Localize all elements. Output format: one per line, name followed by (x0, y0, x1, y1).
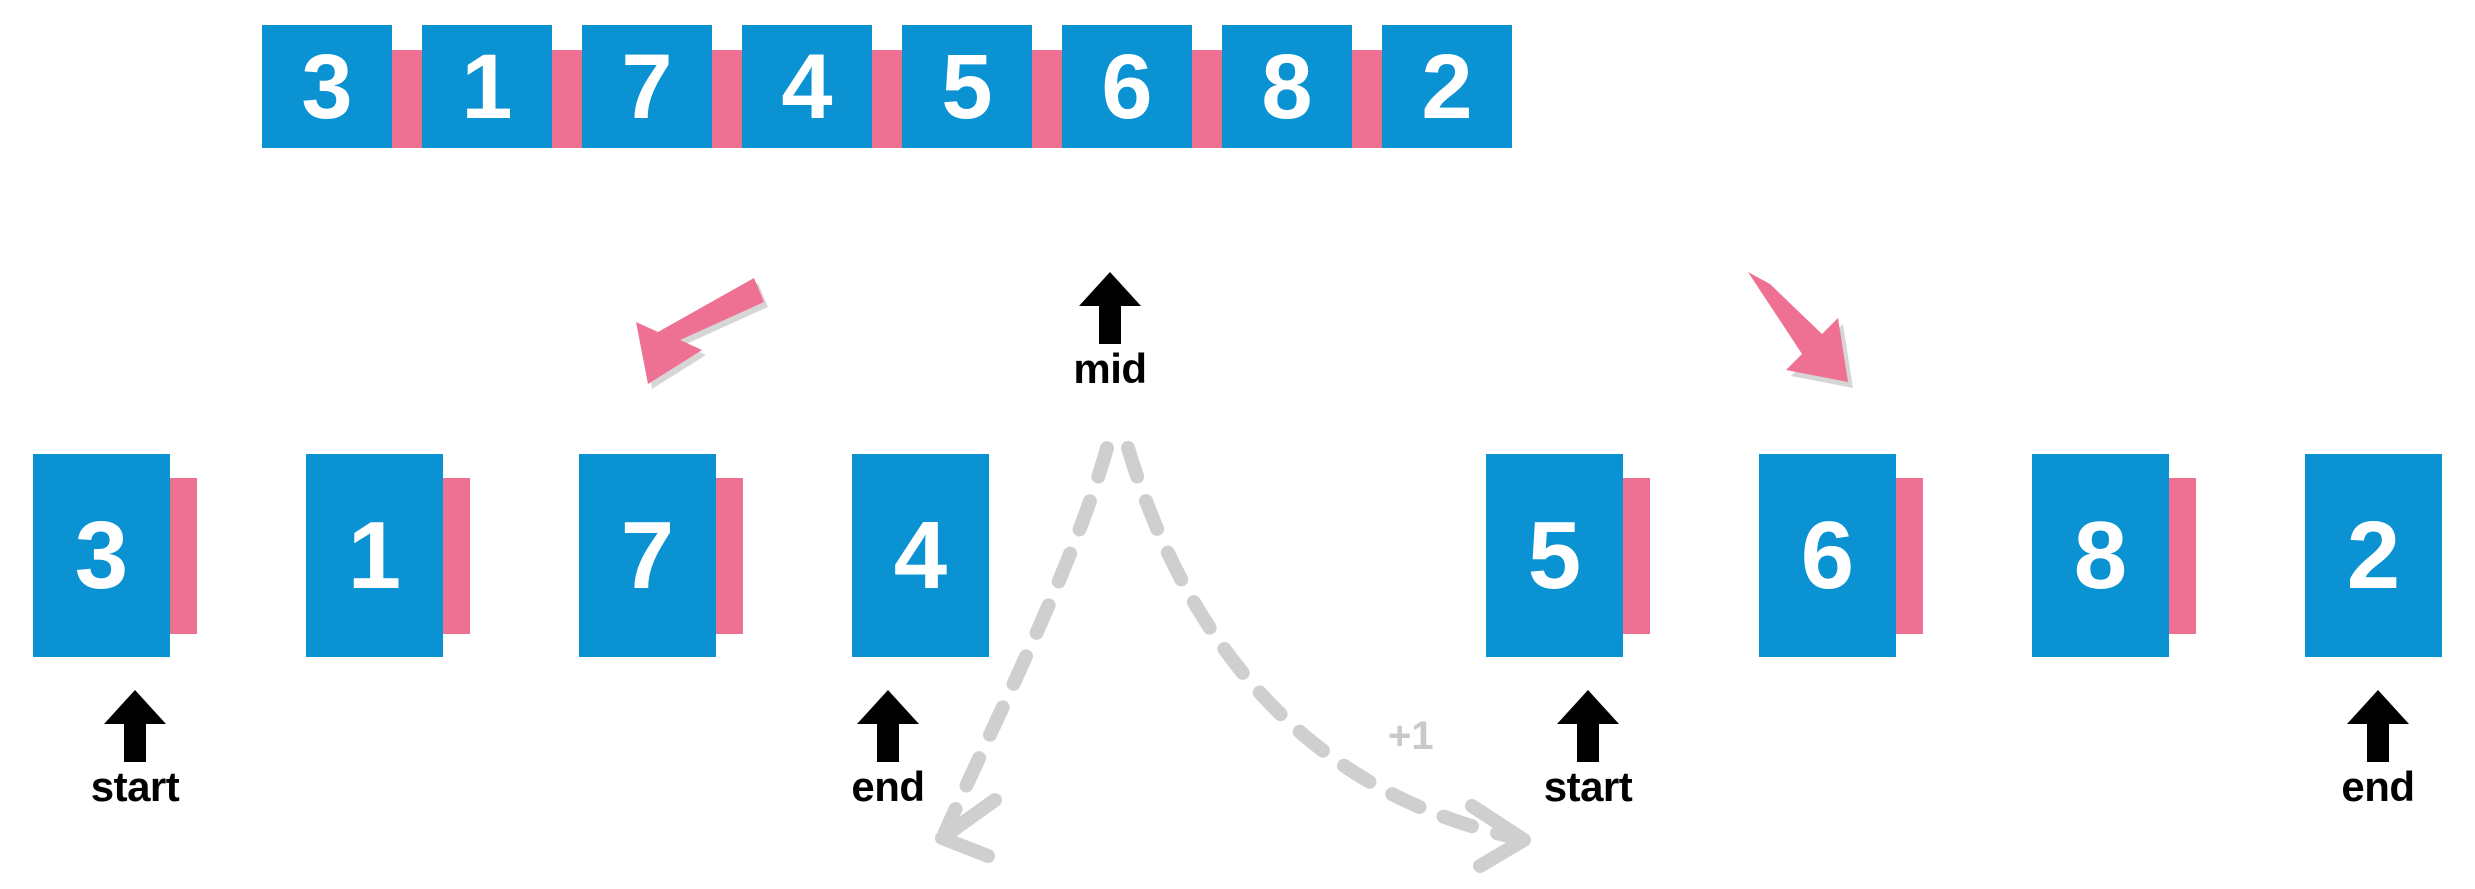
array-cell[interactable]: 6 (1062, 25, 1192, 148)
array-separator (712, 50, 742, 148)
array-row-right: 5 6 8 2 (1486, 454, 2454, 657)
array-cell[interactable]: 1 (422, 25, 552, 148)
curve-mid-to-right-start (1121, 441, 1525, 845)
array-separator (716, 478, 743, 634)
cell-value: 5 (1527, 501, 1582, 609)
array-row-full: 3 1 7 4 5 6 8 2 (262, 25, 2222, 148)
array-cell[interactable]: 4 (852, 454, 989, 657)
array-cell[interactable]: 2 (1382, 25, 1512, 148)
array-separator (1352, 50, 1382, 148)
up-arrow-icon (104, 690, 166, 762)
marker-left-end: end (818, 690, 958, 808)
marker-label: start (1543, 763, 1633, 810)
marker-label: end (851, 763, 925, 810)
split-left-arrow-icon (636, 278, 768, 403)
array-separator (872, 50, 902, 148)
marker-right-end: end (2308, 690, 2448, 808)
up-arrow-icon (1557, 690, 1619, 762)
array-cell[interactable]: 5 (902, 25, 1032, 148)
array-cell[interactable]: 3 (33, 454, 170, 657)
array-separator (552, 50, 582, 148)
marker-left-start: start (65, 690, 205, 808)
array-cell[interactable]: 5 (1486, 454, 1623, 657)
cell-value: 6 (1101, 35, 1153, 138)
cell-value: 5 (941, 35, 993, 138)
cell-value: 1 (347, 501, 402, 609)
array-cell[interactable]: 2 (2305, 454, 2442, 657)
up-arrow-icon (857, 690, 919, 762)
array-row-left: 3 1 7 4 (33, 454, 1001, 657)
marker-label: mid (1073, 345, 1147, 392)
marker-mid: mid (1040, 272, 1180, 390)
array-cell[interactable]: 8 (1222, 25, 1352, 148)
plus-one-label: +1 (1388, 714, 1434, 758)
array-separator (1896, 478, 1923, 634)
array-cell[interactable]: 7 (579, 454, 716, 657)
cell-value: 2 (2346, 501, 2401, 609)
up-arrow-icon (1079, 272, 1141, 344)
marker-label: end (2341, 763, 2415, 810)
cell-value: 7 (620, 501, 675, 609)
array-separator (1192, 50, 1222, 148)
marker-right-start: start (1518, 690, 1658, 808)
array-cell[interactable]: 7 (582, 25, 712, 148)
array-separator (392, 50, 422, 148)
array-cell[interactable]: 6 (1759, 454, 1896, 657)
cell-value: 8 (1261, 35, 1313, 138)
cell-value: 7 (621, 35, 673, 138)
array-cell[interactable]: 1 (306, 454, 443, 657)
cell-value: 3 (301, 35, 353, 138)
array-cell[interactable]: 8 (2032, 454, 2169, 657)
array-separator (2169, 478, 2196, 634)
cell-value: 8 (2073, 501, 2128, 609)
array-separator (443, 478, 470, 634)
cell-value: 2 (1421, 35, 1473, 138)
array-separator (1623, 478, 1650, 634)
curve-left-arrowhead (935, 793, 1002, 863)
array-cell[interactable]: 3 (262, 25, 392, 148)
cell-value: 4 (893, 501, 948, 609)
curve-right-arrowhead (1465, 799, 1531, 873)
array-cell[interactable]: 4 (742, 25, 872, 148)
split-right-arrow-icon (1740, 272, 1872, 405)
up-arrow-icon (2347, 690, 2409, 762)
cell-value: 6 (1800, 501, 1855, 609)
cell-value: 3 (74, 501, 129, 609)
array-separator (170, 478, 197, 634)
array-separator (1032, 50, 1062, 148)
marker-label: start (90, 763, 180, 810)
cell-value: 4 (781, 35, 833, 138)
cell-value: 1 (461, 35, 513, 138)
